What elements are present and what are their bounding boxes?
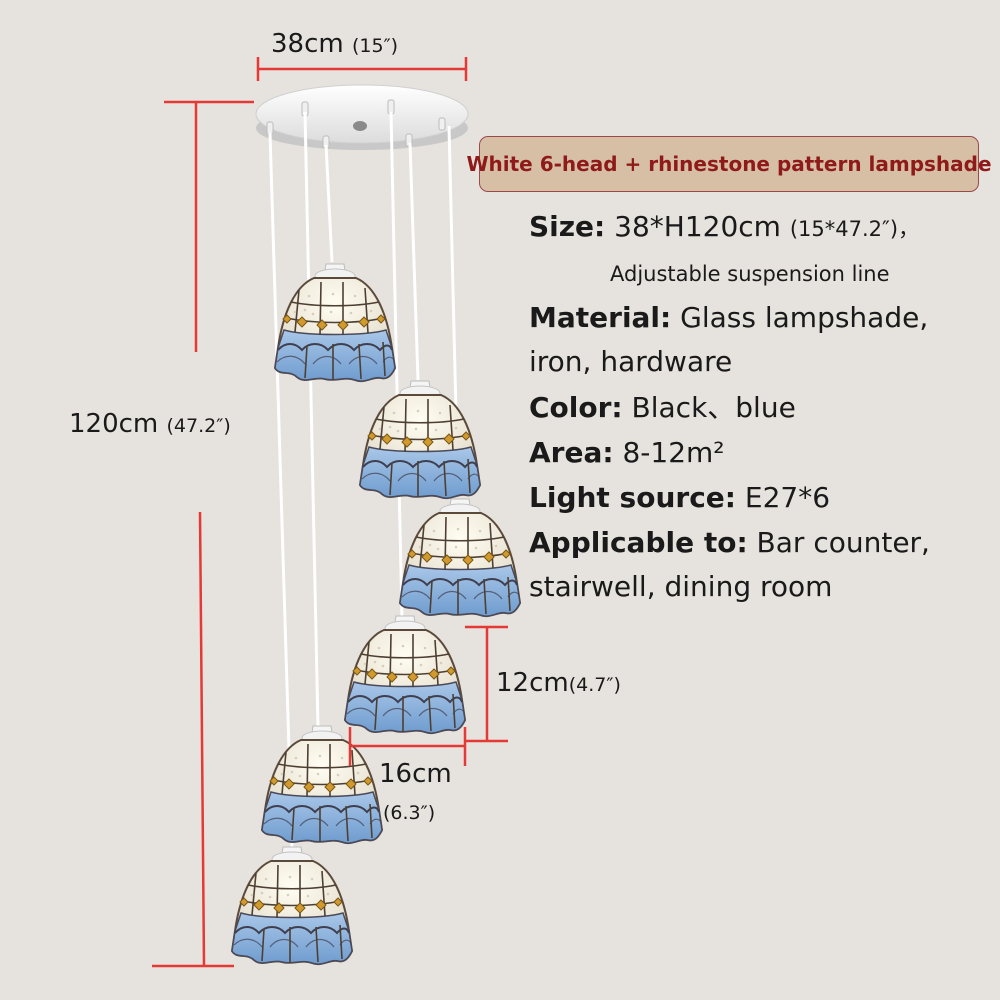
width-dimension-line xyxy=(256,57,468,81)
lampshade-1 xyxy=(274,263,396,383)
width-inches: (15″) xyxy=(351,35,399,57)
spec-color: Color: Black、blue xyxy=(529,394,796,422)
height-dimension-label: 120cm (47.2″) xyxy=(69,409,231,439)
spec-size: Size: 38*H120cm (15*47.2″)， xyxy=(529,213,919,241)
spec-size-label: Size: xyxy=(529,210,606,243)
spec-material-value: Glass lampshade, xyxy=(680,301,929,334)
lampshade-2 xyxy=(359,380,481,500)
height-inches: (47.2″) xyxy=(166,415,231,437)
lampshade-6 xyxy=(231,846,353,966)
width-dimension-label: 38cm (15″) xyxy=(271,29,398,59)
spec-material: Material: Glass lampshade, xyxy=(529,304,928,332)
spec-color-label: Color: xyxy=(529,391,623,424)
spec-area-value: 8-12m² xyxy=(622,436,725,469)
spec-material-line2: iron, hardware xyxy=(529,345,733,378)
shade-width-inches: (6.3″) xyxy=(383,802,436,824)
shade-width-value: 16cm xyxy=(379,759,452,789)
spec-light-source: Light source: E27*6 xyxy=(529,484,830,512)
shade-width-dimension-line xyxy=(348,727,467,766)
spec-light-source-value: E27*6 xyxy=(744,481,831,514)
ceiling-canopy xyxy=(255,84,469,150)
spec-applicable-to-value: Bar counter, xyxy=(756,526,930,559)
width-value: 38cm xyxy=(271,29,344,59)
lampshade-4 xyxy=(344,615,466,735)
spec-applicable-to-label: Applicable to: xyxy=(529,526,748,559)
shade-height-inches: (4.7″) xyxy=(568,674,621,696)
lampshade-5 xyxy=(261,725,383,845)
spec-material-label: Material: xyxy=(529,301,672,334)
spec-light-source-label: Light source: xyxy=(529,481,736,514)
spec-size-inches: (15*47.2″)， xyxy=(789,217,920,241)
product-variant-badge: White 6-head + rhinestone pattern lampsh… xyxy=(466,136,992,192)
lampshade-3 xyxy=(399,498,521,618)
shade-height-dimension-line xyxy=(465,625,508,743)
shade-height-value: 12cm xyxy=(496,668,569,698)
spec-color-value: Black、blue xyxy=(631,391,796,424)
height-dimension-line xyxy=(152,100,254,968)
spec-size-note: Adjustable suspension line xyxy=(610,262,890,286)
height-value: 120cm xyxy=(69,409,159,439)
spec-applicable-to-line2: stairwell, dining room xyxy=(529,570,833,603)
spec-applicable-to: Applicable to: Bar counter, xyxy=(529,529,930,557)
spec-area: Area: 8-12m² xyxy=(529,439,725,467)
spec-area-label: Area: xyxy=(529,436,614,469)
shade-height-dimension-label: 12cm(4.7″) xyxy=(496,668,621,698)
spec-size-value: 38*H120cm xyxy=(614,210,781,243)
